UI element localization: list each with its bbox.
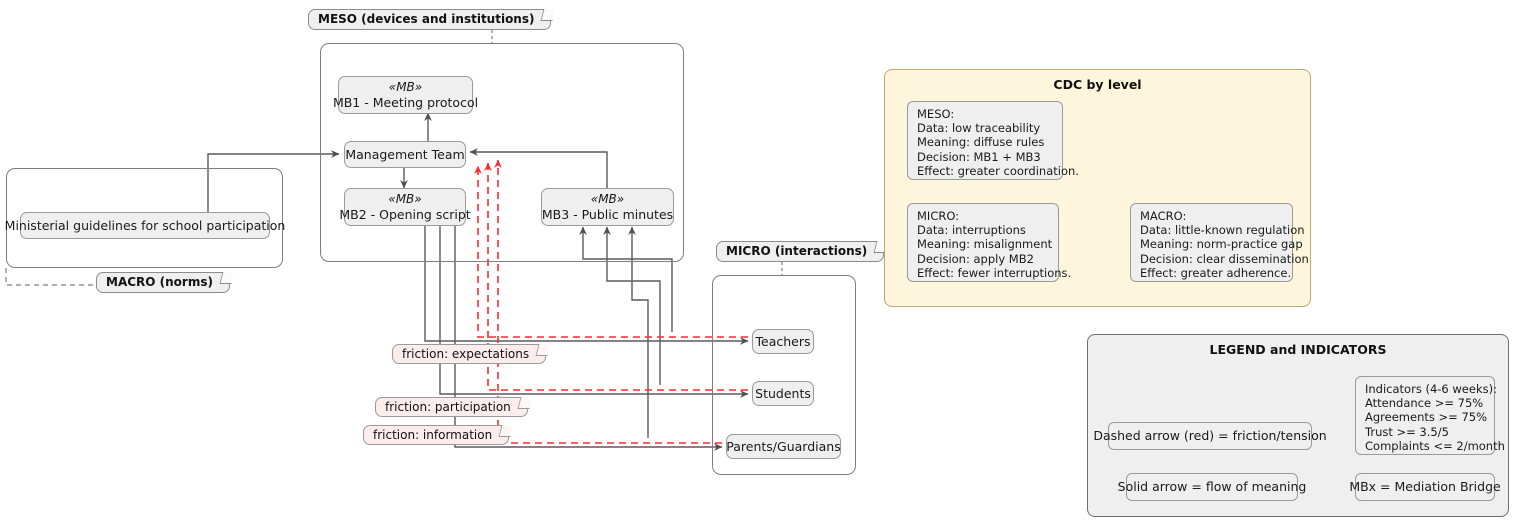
node-stereotype: «MB» <box>388 192 422 206</box>
node-label: Ministerial guidelines for school partic… <box>4 218 286 233</box>
macro-package-note: MACRO (norms) <box>96 272 235 293</box>
note-fold-icon <box>540 9 556 21</box>
cdc-card-micro: MICRO: Data: interruptions Meaning: misa… <box>907 203 1071 282</box>
node-stereotype: «MB» <box>388 80 423 94</box>
node-label: Teachers <box>755 334 811 349</box>
node-stereotype: «MB» <box>590 192 625 206</box>
node-parents-guardians[interactable]: Parents/Guardians <box>726 434 841 459</box>
cdc-panel-title: CDC by level <box>1053 77 1142 92</box>
legend-item-solid-arrow: Solid arrow = flow of meaning <box>1118 473 1306 501</box>
legend-item-dashed-arrow: Dashed arrow (red) = friction/tension <box>1093 422 1327 450</box>
node-label: MB1 - Meeting protocol <box>332 95 479 110</box>
node-label: Management Team <box>345 147 465 162</box>
micro-package-note: MICRO (interactions) <box>716 241 889 262</box>
node-label: Students <box>755 386 811 401</box>
note-fold-icon <box>517 397 533 409</box>
legend-item-mbx: MBx = Mediation Bridge <box>1349 473 1501 501</box>
friction-label-information: friction: information <box>363 425 514 445</box>
node-label: Parents/Guardians <box>726 439 841 454</box>
cdc-card-macro: MACRO: Data: little-known regulation Mea… <box>1130 203 1309 282</box>
friction-text: friction: participation <box>385 399 511 414</box>
node-label: MB3 - Public minutes <box>541 207 674 222</box>
legend-panel-title: LEGEND and INDICATORS <box>1209 342 1387 357</box>
note-fold-icon <box>535 344 551 356</box>
friction-text: friction: expectations <box>402 346 530 361</box>
macro-package-frame <box>6 168 283 268</box>
note-label: MESO (devices and institutions) <box>318 12 535 26</box>
friction-text: friction: information <box>373 427 493 442</box>
note-fold-icon <box>498 425 514 437</box>
note-fold-icon <box>219 272 235 284</box>
friction-label-participation: friction: participation <box>375 397 533 417</box>
node-teachers[interactable]: Teachers <box>752 329 814 354</box>
node-students[interactable]: Students <box>752 381 814 406</box>
meso-package-frame <box>320 43 684 262</box>
cdc-card-meso: MESO: Data: low traceability Meaning: di… <box>907 101 1079 180</box>
meso-package-note: MESO (devices and institutions) <box>308 9 556 30</box>
node-label: MB2 - Opening script <box>339 207 471 222</box>
node-ministerial-guidelines[interactable]: Ministerial guidelines for school partic… <box>5 212 285 239</box>
node-management-team[interactable]: Management Team <box>344 141 466 168</box>
node-mb2-opening-script[interactable]: «MB» MB2 - Opening script <box>339 188 471 226</box>
legend-indicators-card: Indicators (4-6 weeks): Attendance >= 75… <box>1355 376 1505 455</box>
node-mb3-public-minutes[interactable]: «MB» MB3 - Public minutes <box>541 188 674 226</box>
note-label: MICRO (interactions) <box>726 244 868 258</box>
node-mb1-meeting-protocol[interactable]: «MB» MB1 - Meeting protocol <box>333 76 478 114</box>
micro-package-frame <box>712 275 856 475</box>
note-label: MACRO (norms) <box>106 275 213 289</box>
friction-label-expectations: friction: expectations <box>392 344 551 364</box>
